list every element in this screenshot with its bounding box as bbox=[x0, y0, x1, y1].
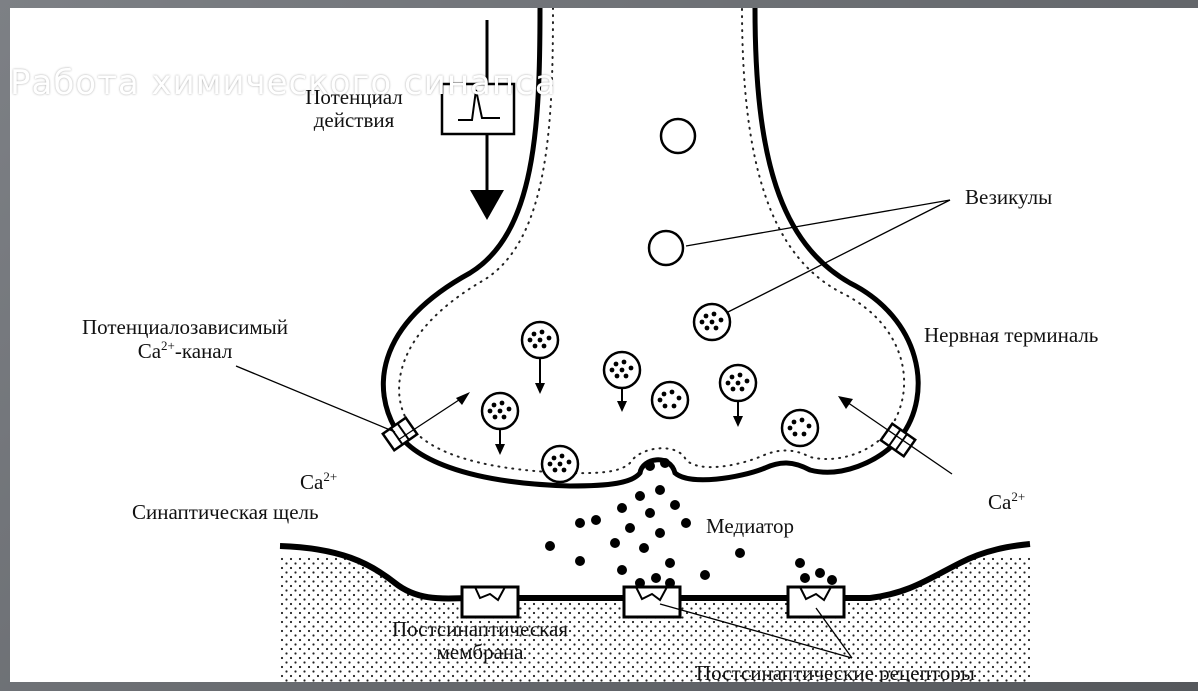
ca-influx-arrow-left bbox=[398, 396, 465, 440]
vesicles-label: Везикулы bbox=[965, 186, 1052, 209]
ca-right-label: Ca2+ bbox=[988, 490, 1025, 514]
filled-vesicle bbox=[604, 352, 640, 412]
vg-channel-pointer-line bbox=[236, 366, 395, 432]
filled-vesicle bbox=[694, 304, 730, 340]
filled-vesicle bbox=[522, 322, 558, 394]
synaptic-cleft-label: Синаптическая щель bbox=[132, 501, 319, 524]
filled-vesicle bbox=[720, 365, 756, 427]
slide-title-overlay: Работа химического синапса bbox=[10, 63, 557, 103]
nerve-terminal-label: Нервная терминаль bbox=[924, 324, 1098, 347]
filled-vesicle bbox=[482, 393, 518, 455]
empty-vesicle bbox=[661, 119, 695, 153]
postsynaptic-receptor bbox=[624, 587, 680, 617]
filled-vesicle bbox=[652, 382, 688, 418]
postsynaptic-receptor bbox=[788, 587, 844, 617]
postsynaptic-receptors-label: Постсинаптические рецепторы bbox=[696, 662, 975, 682]
ca-left-label: Ca2+ bbox=[300, 470, 337, 494]
postsynaptic-receptor bbox=[462, 587, 518, 617]
filled-vesicle bbox=[542, 446, 578, 482]
vesicles-pointer-line bbox=[686, 200, 950, 246]
filled-vesicle bbox=[782, 410, 818, 446]
mediator-label: Медиатор bbox=[706, 515, 794, 538]
empty-vesicle bbox=[649, 231, 683, 265]
vesicles-pointer-line bbox=[728, 200, 950, 312]
